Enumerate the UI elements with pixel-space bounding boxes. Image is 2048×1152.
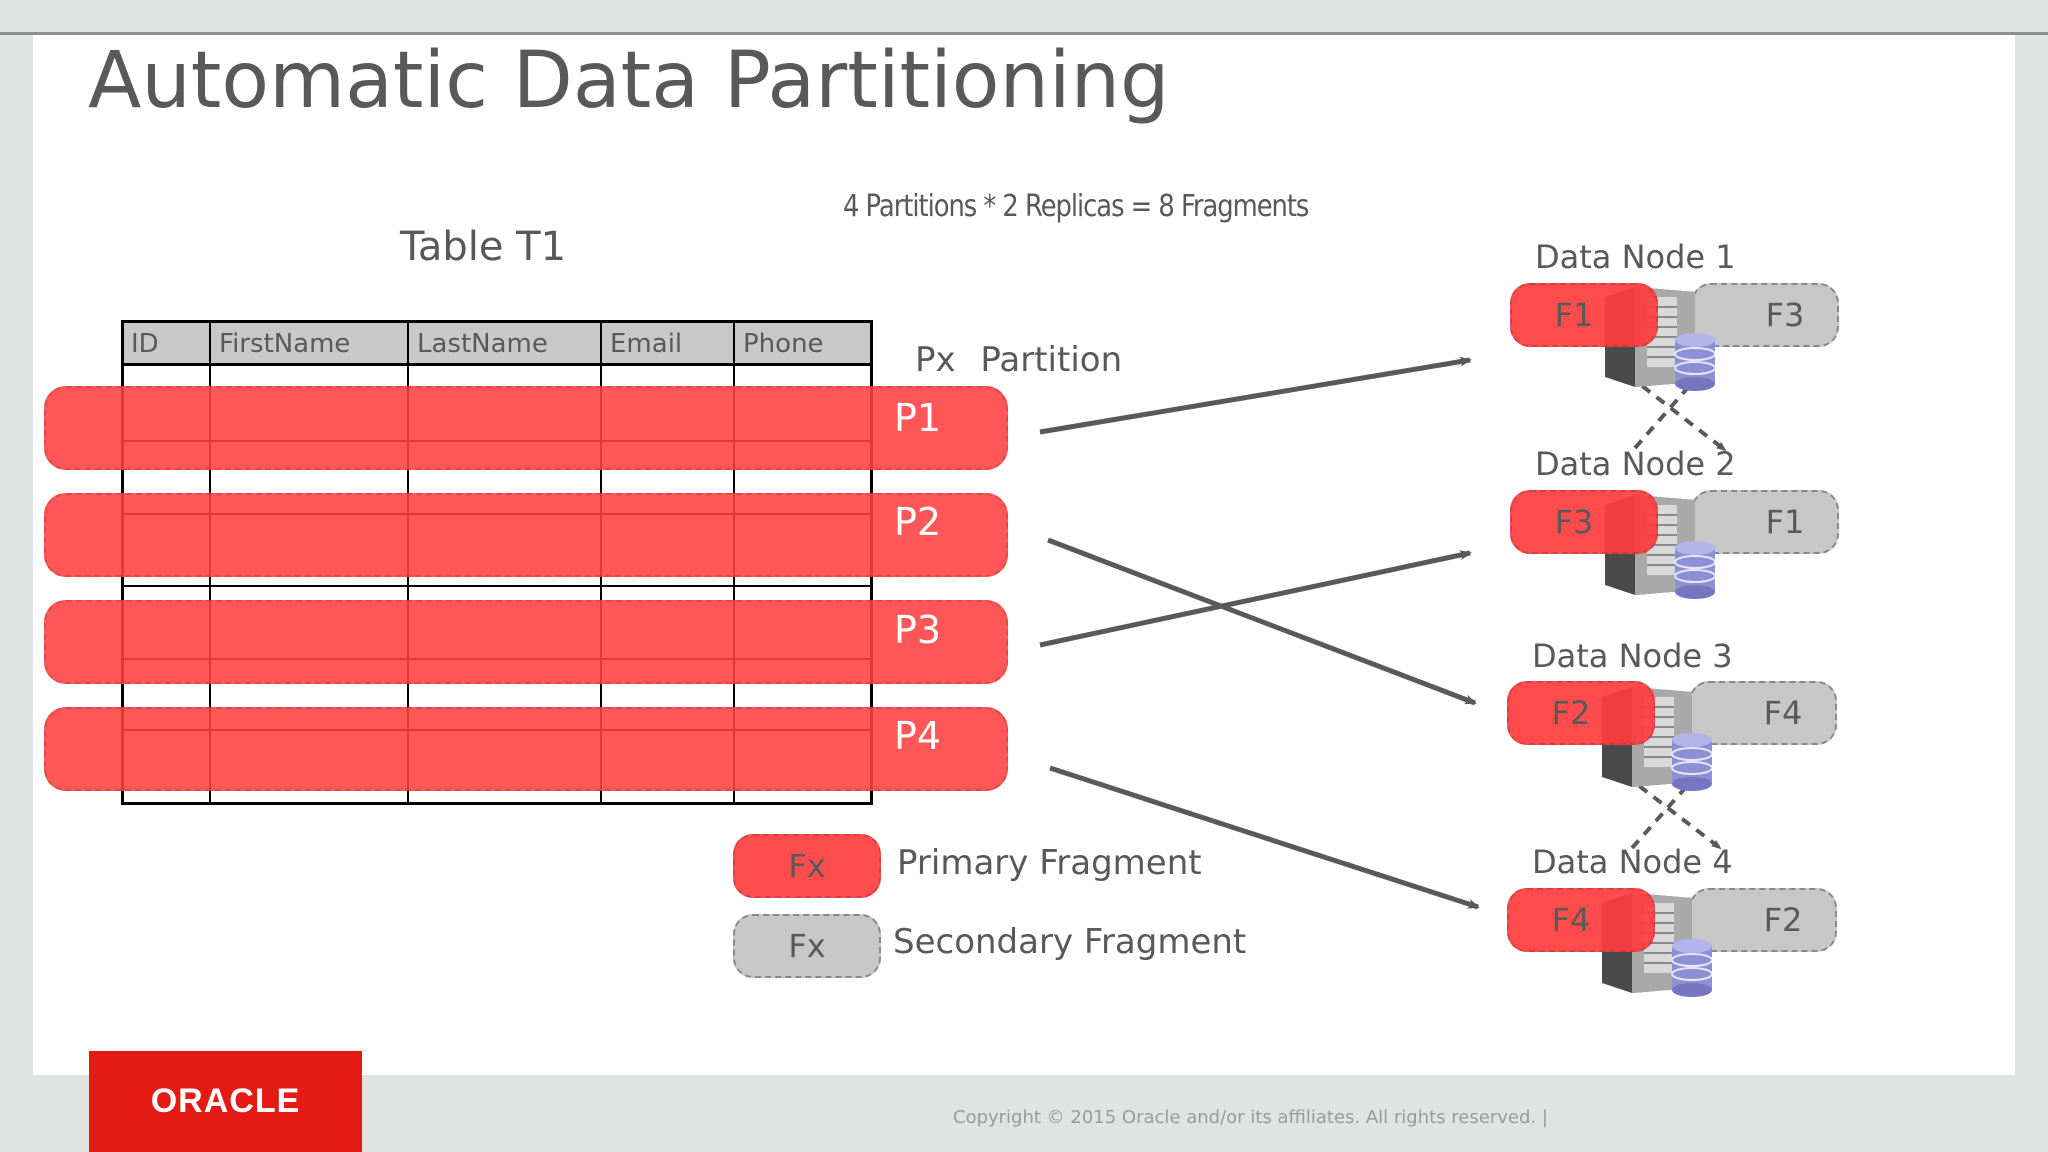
column-header-lastname: LastName bbox=[417, 329, 548, 359]
data-node-4-title: Data Node 4 bbox=[1532, 843, 1733, 881]
top-rule bbox=[0, 32, 2048, 35]
data-node-4-secondary-fragment: F2 bbox=[1689, 888, 1837, 952]
partition-legend-label: Px Partition bbox=[915, 340, 1123, 380]
legend-secondary-label: Secondary Fragment bbox=[893, 922, 1247, 962]
partition-label-p3: P3 bbox=[894, 608, 942, 652]
data-node-2-secondary-fragment: F1 bbox=[1691, 490, 1839, 554]
partition-band-p1 bbox=[44, 386, 1008, 470]
legend-primary-swatch: Fx bbox=[733, 834, 881, 898]
data-node-2-primary-fragment: F3 bbox=[1510, 490, 1658, 554]
partition-band-p4 bbox=[44, 707, 1008, 791]
column-header-id: ID bbox=[131, 329, 159, 359]
table-header-row bbox=[124, 323, 870, 366]
oracle-logo-text: ORACLE bbox=[150, 1082, 301, 1120]
data-node-2-title: Data Node 2 bbox=[1535, 445, 1736, 483]
column-header-firstname: FirstName bbox=[219, 329, 351, 359]
legend-primary-label: Primary Fragment bbox=[897, 843, 1202, 883]
database-icon bbox=[1674, 541, 1715, 599]
database-icon bbox=[1674, 333, 1715, 391]
data-node-3-secondary-fragment: F4 bbox=[1689, 681, 1837, 745]
data-node-4-primary-fragment: F4 bbox=[1507, 888, 1655, 952]
partition-band-p3 bbox=[44, 600, 1008, 684]
partition-label-p4: P4 bbox=[894, 714, 942, 758]
data-node-1-title: Data Node 1 bbox=[1535, 238, 1736, 276]
copyright-notice: Copyright © 2015 Oracle and/or its affil… bbox=[953, 1107, 1548, 1128]
slide-title: Automatic Data Partitioning bbox=[88, 36, 1170, 126]
column-header-phone: Phone bbox=[743, 329, 824, 359]
database-icon bbox=[1671, 733, 1712, 791]
data-node-1-primary-fragment: F1 bbox=[1510, 283, 1658, 347]
database-icon bbox=[1671, 939, 1712, 997]
partition-label-p1: P1 bbox=[894, 396, 942, 440]
fragments-formula: 4 Partitions * 2 Replicas = 8 Fragments bbox=[843, 189, 1309, 224]
data-node-3-primary-fragment: F2 bbox=[1507, 681, 1655, 745]
partition-label-p2: P2 bbox=[894, 500, 942, 544]
data-node-3-title: Data Node 3 bbox=[1532, 637, 1733, 675]
legend-secondary-swatch: Fx bbox=[733, 914, 881, 978]
column-header-email: Email bbox=[610, 329, 683, 359]
oracle-logo: ORACLE bbox=[89, 1051, 362, 1152]
table-title: Table T1 bbox=[400, 224, 567, 270]
partition-band-p2 bbox=[44, 493, 1008, 577]
